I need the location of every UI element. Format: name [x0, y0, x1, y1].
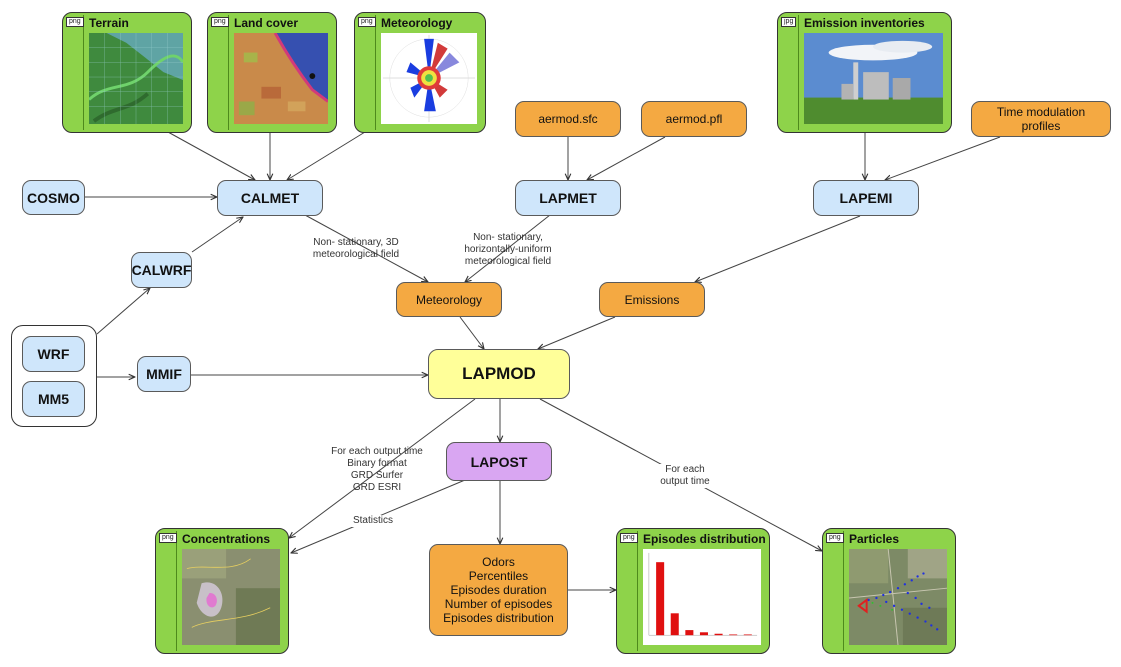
time-modulation-profiles-node[interactable]: Time modulation profiles — [971, 101, 1111, 137]
label-line: For each output time — [331, 446, 423, 457]
product-number-of-episodes: Number of episodes — [444, 597, 553, 611]
lapost-node[interactable]: LAPOST — [446, 442, 552, 481]
lapmet-node[interactable]: LAPMET — [515, 180, 621, 216]
meteorology-file[interactable]: png Meteorology — [354, 12, 486, 133]
file-type-tag: png — [66, 17, 84, 27]
label-line: Non- stationary, 3D — [313, 237, 399, 248]
lapemi-node[interactable]: LAPEMI — [813, 180, 919, 216]
episodes-bar-3 — [685, 630, 694, 636]
factory-thumbnail — [804, 33, 943, 124]
file-title: Emission inventories — [804, 16, 925, 30]
file-title: Land cover — [234, 16, 299, 30]
file-title: Meteorology — [381, 16, 453, 30]
node-line: Time modulation — [996, 105, 1086, 119]
land-cover-file[interactable]: png Land cover — [207, 12, 337, 133]
terrain-file[interactable]: png Terrain — [62, 12, 192, 133]
wind-rose-thumbnail — [381, 33, 477, 124]
product-percentiles: Percentiles — [468, 569, 529, 583]
wrf-node[interactable]: WRF — [22, 336, 85, 372]
concentrations-file[interactable]: png Concentrations — [155, 528, 289, 654]
aermod-pfl-node[interactable]: aermod.pfl — [641, 101, 747, 137]
label-line: horizontally-uniform — [464, 244, 552, 255]
concentrations-map-thumbnail — [182, 549, 280, 645]
aermod-sfc-node[interactable]: aermod.sfc — [515, 101, 621, 137]
file-type-tag: png — [211, 17, 229, 27]
wrf-mm5-group: WRF MM5 — [11, 325, 97, 427]
product-odors: Odors — [482, 555, 515, 569]
terrain-thumbnail — [89, 33, 183, 124]
file-title: Concentrations — [182, 532, 271, 546]
episodes-bar-6 — [729, 634, 738, 636]
product-episodes-distribution: Episodes distribution — [443, 611, 554, 625]
episodes-bar-4 — [699, 632, 708, 636]
particles-time-label: For each output time — [650, 464, 720, 488]
calwrf-node[interactable]: CALWRF — [131, 252, 192, 288]
particles-file[interactable]: png Particles — [822, 528, 956, 654]
file-type-tag: jpg — [781, 17, 797, 27]
episodes-bar-5 — [714, 633, 723, 636]
file-type-tag: png — [159, 533, 177, 543]
calmet-field-label: Non- stationary, 3D meteorological field — [304, 237, 408, 261]
statistics-label: Statistics — [348, 515, 398, 527]
mm5-node[interactable]: MM5 — [22, 381, 85, 417]
episodes-chart-thumbnail — [643, 549, 761, 645]
lapost-products-node[interactable]: Odors Percentiles Episodes duration Numb… — [429, 544, 568, 636]
episodes-distribution-file[interactable]: png Episodes distribution — [616, 528, 770, 654]
land-cover-thumbnail — [234, 33, 328, 124]
episodes-bar-7 — [743, 634, 752, 636]
label-line: meteorological field — [464, 256, 552, 267]
file-title: Particles — [849, 532, 900, 546]
mmif-node[interactable]: MMIF — [137, 356, 191, 392]
lapmet-field-label: Non- stationary, horizontally-uniform me… — [452, 232, 564, 268]
calmet-node[interactable]: CALMET — [217, 180, 323, 216]
label-line: meteorological field — [312, 249, 400, 260]
file-type-tag: png — [826, 533, 844, 543]
label-line: GRD ESRI — [352, 482, 402, 493]
file-type-tag: png — [358, 17, 376, 27]
label-line: Non- stationary, — [473, 232, 543, 243]
output-formats-label: For each output time Binary format GRD S… — [322, 446, 432, 494]
file-title: Episodes distribution — [643, 532, 766, 546]
cosmo-node[interactable]: COSMO — [22, 180, 85, 215]
emission-inventories-file[interactable]: jpg Emission inventories — [777, 12, 952, 133]
label-line: Binary format — [347, 458, 407, 469]
meteorology-output-node[interactable]: Meteorology — [396, 282, 502, 317]
product-episodes-duration: Episodes duration — [450, 583, 547, 597]
episodes-bar-1 — [656, 562, 665, 636]
particles-map-thumbnail — [849, 549, 947, 645]
lapmod-node[interactable]: LAPMOD — [428, 349, 570, 399]
node-line: profiles — [1021, 119, 1061, 133]
file-type-tag: png — [620, 533, 638, 543]
label-line: output time — [660, 476, 710, 487]
emissions-output-node[interactable]: Emissions — [599, 282, 705, 317]
label-line: For each — [665, 464, 705, 475]
episodes-bar-2 — [670, 613, 679, 636]
file-title: Terrain — [89, 16, 129, 30]
label-line: GRD Surfer — [350, 470, 404, 481]
